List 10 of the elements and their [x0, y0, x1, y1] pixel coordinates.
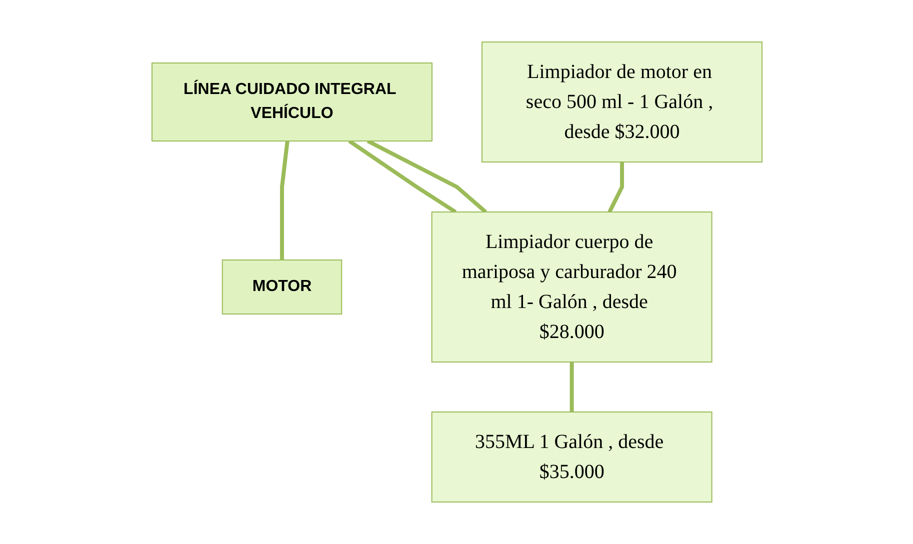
- node-box: Limpiador de motor en seco 500 ml - 1 Galón , desde $32.000: [481, 42, 762, 162]
- connector: [607, 162, 624, 213]
- node-box: MOTOR: [221, 260, 342, 314]
- connector: [348, 139, 456, 214]
- node-box: 355ML 1 Galón , desde $35.000: [430, 412, 712, 502]
- node-box: LÍNEA CUIDADO INTEGRAL VEHÍCULO: [151, 62, 432, 142]
- connector: [280, 140, 289, 260]
- connector: [569, 362, 574, 412]
- node-box: Limpiador cuerpo de mariposa y carburador 240 ml 1- Galón , desde $28.000: [430, 212, 712, 362]
- connector: [366, 139, 487, 214]
